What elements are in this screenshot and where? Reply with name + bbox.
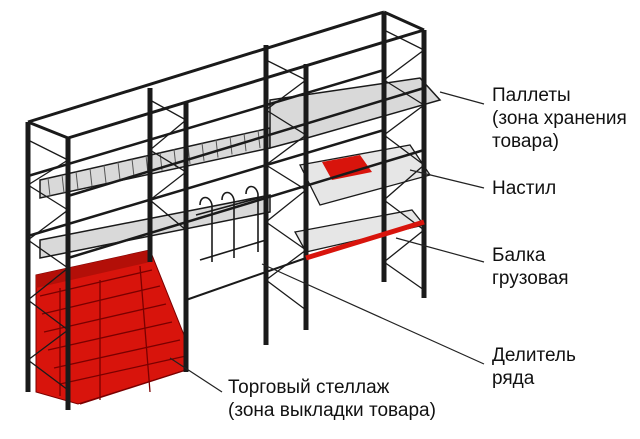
label-divider-line1: Делитель	[492, 345, 576, 366]
retail-shelving-unit	[35, 249, 187, 405]
label-retail-rack-line1: Торговый стеллаж	[228, 377, 390, 398]
pallet-slat	[75, 171, 79, 190]
pallet-slat	[61, 174, 65, 193]
pallet-slat	[215, 139, 219, 158]
pallet-slat	[201, 142, 205, 161]
label-pallets-line1: Паллеты	[492, 85, 571, 106]
load-beam-red	[305, 219, 425, 261]
retail-shelf-lines	[39, 265, 187, 405]
leader-divider	[261, 263, 485, 365]
leader-pallets	[439, 91, 485, 105]
label-decking-line1: Настил	[492, 178, 557, 199]
label-divider: Делитель ряда	[492, 344, 576, 390]
label-decking: Настил	[492, 177, 556, 200]
label-divider-line2: ряда	[492, 368, 535, 389]
pallet-slat	[131, 158, 135, 177]
pallet-slat	[103, 165, 107, 184]
leader-lines	[169, 91, 485, 393]
leader-decking	[409, 169, 485, 189]
pallet-slat	[117, 161, 121, 181]
label-beam-line1: Балка	[492, 245, 546, 266]
label-pallets-line2: (зона хранения	[492, 108, 627, 129]
pallet-slat	[89, 168, 93, 187]
pallet-slat	[47, 177, 51, 197]
leader-beam	[395, 237, 485, 263]
rack-frame	[25, 10, 427, 410]
label-retail-rack-line2: (зона выкладки товара)	[228, 400, 436, 421]
label-beam: Балка грузовая	[492, 244, 569, 290]
label-pallets-line3: товара)	[492, 131, 559, 152]
label-beam-line2: грузовая	[492, 268, 569, 289]
leader-retail	[169, 357, 223, 393]
label-pallets: Паллеты (зона хранения товара)	[492, 84, 627, 153]
row-divider	[195, 185, 267, 262]
label-retail-rack: Торговый стеллаж (зона выкладки товара)	[228, 376, 436, 422]
